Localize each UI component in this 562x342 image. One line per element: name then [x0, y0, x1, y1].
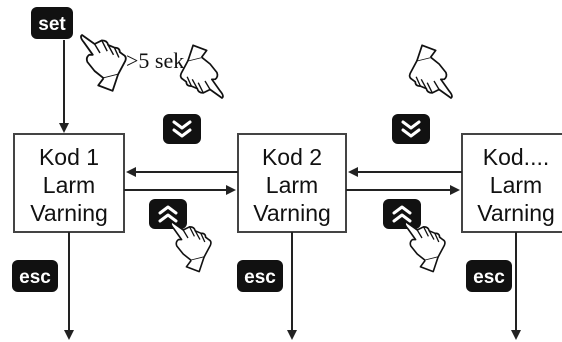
box-1-alarm: Larm — [43, 172, 95, 198]
hand-icon — [80, 34, 127, 92]
esc-key-label: esc — [244, 267, 276, 288]
box-3-code: Kod.... — [483, 144, 549, 170]
hand-icon — [170, 221, 212, 273]
double-chevron-up-icon — [158, 205, 178, 223]
double-chevron-up-icon — [392, 205, 412, 223]
box-2-warning: Varning — [253, 200, 331, 226]
box-3-warning: Varning — [477, 200, 555, 226]
down-key-1[interactable] — [163, 114, 201, 144]
esc-key-3[interactable]: esc — [466, 260, 512, 292]
hand-icon — [404, 221, 446, 273]
hand-icon — [408, 44, 453, 99]
box-2-code: Kod 2 — [262, 144, 322, 170]
set-key[interactable]: set — [31, 7, 73, 39]
esc-key-2[interactable]: esc — [237, 260, 283, 292]
set-key-label: set — [38, 14, 66, 35]
up-key-1[interactable] — [149, 199, 187, 229]
esc-key-1[interactable]: esc — [12, 260, 58, 292]
code-box-2: Kod 2 Larm Varning — [237, 133, 347, 233]
box-1-code: Kod 1 — [39, 144, 99, 170]
down-key-2[interactable] — [392, 114, 430, 144]
hold-duration-label: >5 sek. — [126, 48, 190, 73]
double-chevron-down-icon — [401, 120, 421, 138]
up-key-2[interactable] — [383, 199, 421, 229]
esc-key-label: esc — [473, 267, 505, 288]
code-box-3: Kod.... Larm Varning — [461, 133, 562, 233]
box-2-alarm: Larm — [266, 172, 318, 198]
code-box-1: Kod 1 Larm Varning — [13, 133, 125, 233]
box-3-alarm: Larm — [490, 172, 542, 198]
box-1-warning: Varning — [30, 200, 108, 226]
esc-key-label: esc — [19, 267, 51, 288]
double-chevron-down-icon — [172, 120, 192, 138]
